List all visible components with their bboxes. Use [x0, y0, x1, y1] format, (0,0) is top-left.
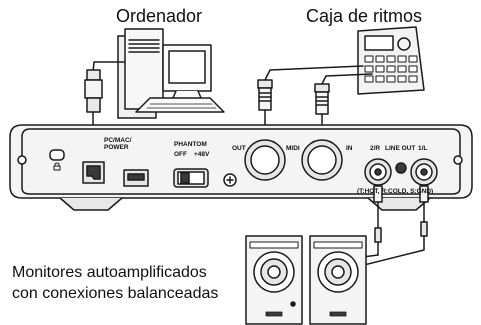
phantom-48v-label: +48V [194, 151, 210, 158]
line-out-cables [351, 185, 429, 269]
midi-label: MIDI [286, 145, 300, 152]
midi-out-label: OUT [232, 145, 246, 152]
line-out-2r-label: 2/R [370, 145, 381, 152]
speaker-monitors-icon [245, 235, 367, 325]
drum-machine-icon [357, 26, 425, 95]
midi-in-label: IN [346, 145, 353, 152]
phantom-label: PHANTOM [174, 141, 207, 148]
monitors-label-line1: Monitores autoamplificados [12, 264, 207, 281]
monitors-label-line2: con conexiones balanceadas [12, 285, 219, 302]
polarity-label: (T:HOT, R:COLD, S:GND) [357, 188, 434, 195]
usb-port-label-line1: PC/MAC/ [104, 137, 132, 144]
usb-port-label-line2: POWER [104, 144, 129, 151]
usb-cable [84, 61, 125, 113]
computer-label: Ordenador [116, 6, 203, 26]
phantom-off-label: OFF [174, 151, 187, 158]
midi-cables [257, 65, 373, 115]
line-out-label: LINE OUT [385, 145, 416, 152]
interface-rear-panel [9, 124, 473, 211]
drum-machine-label: Caja de ritmos [306, 6, 423, 26]
computer-icon [117, 28, 225, 119]
line-out-1l-label: 1/L [418, 145, 428, 152]
